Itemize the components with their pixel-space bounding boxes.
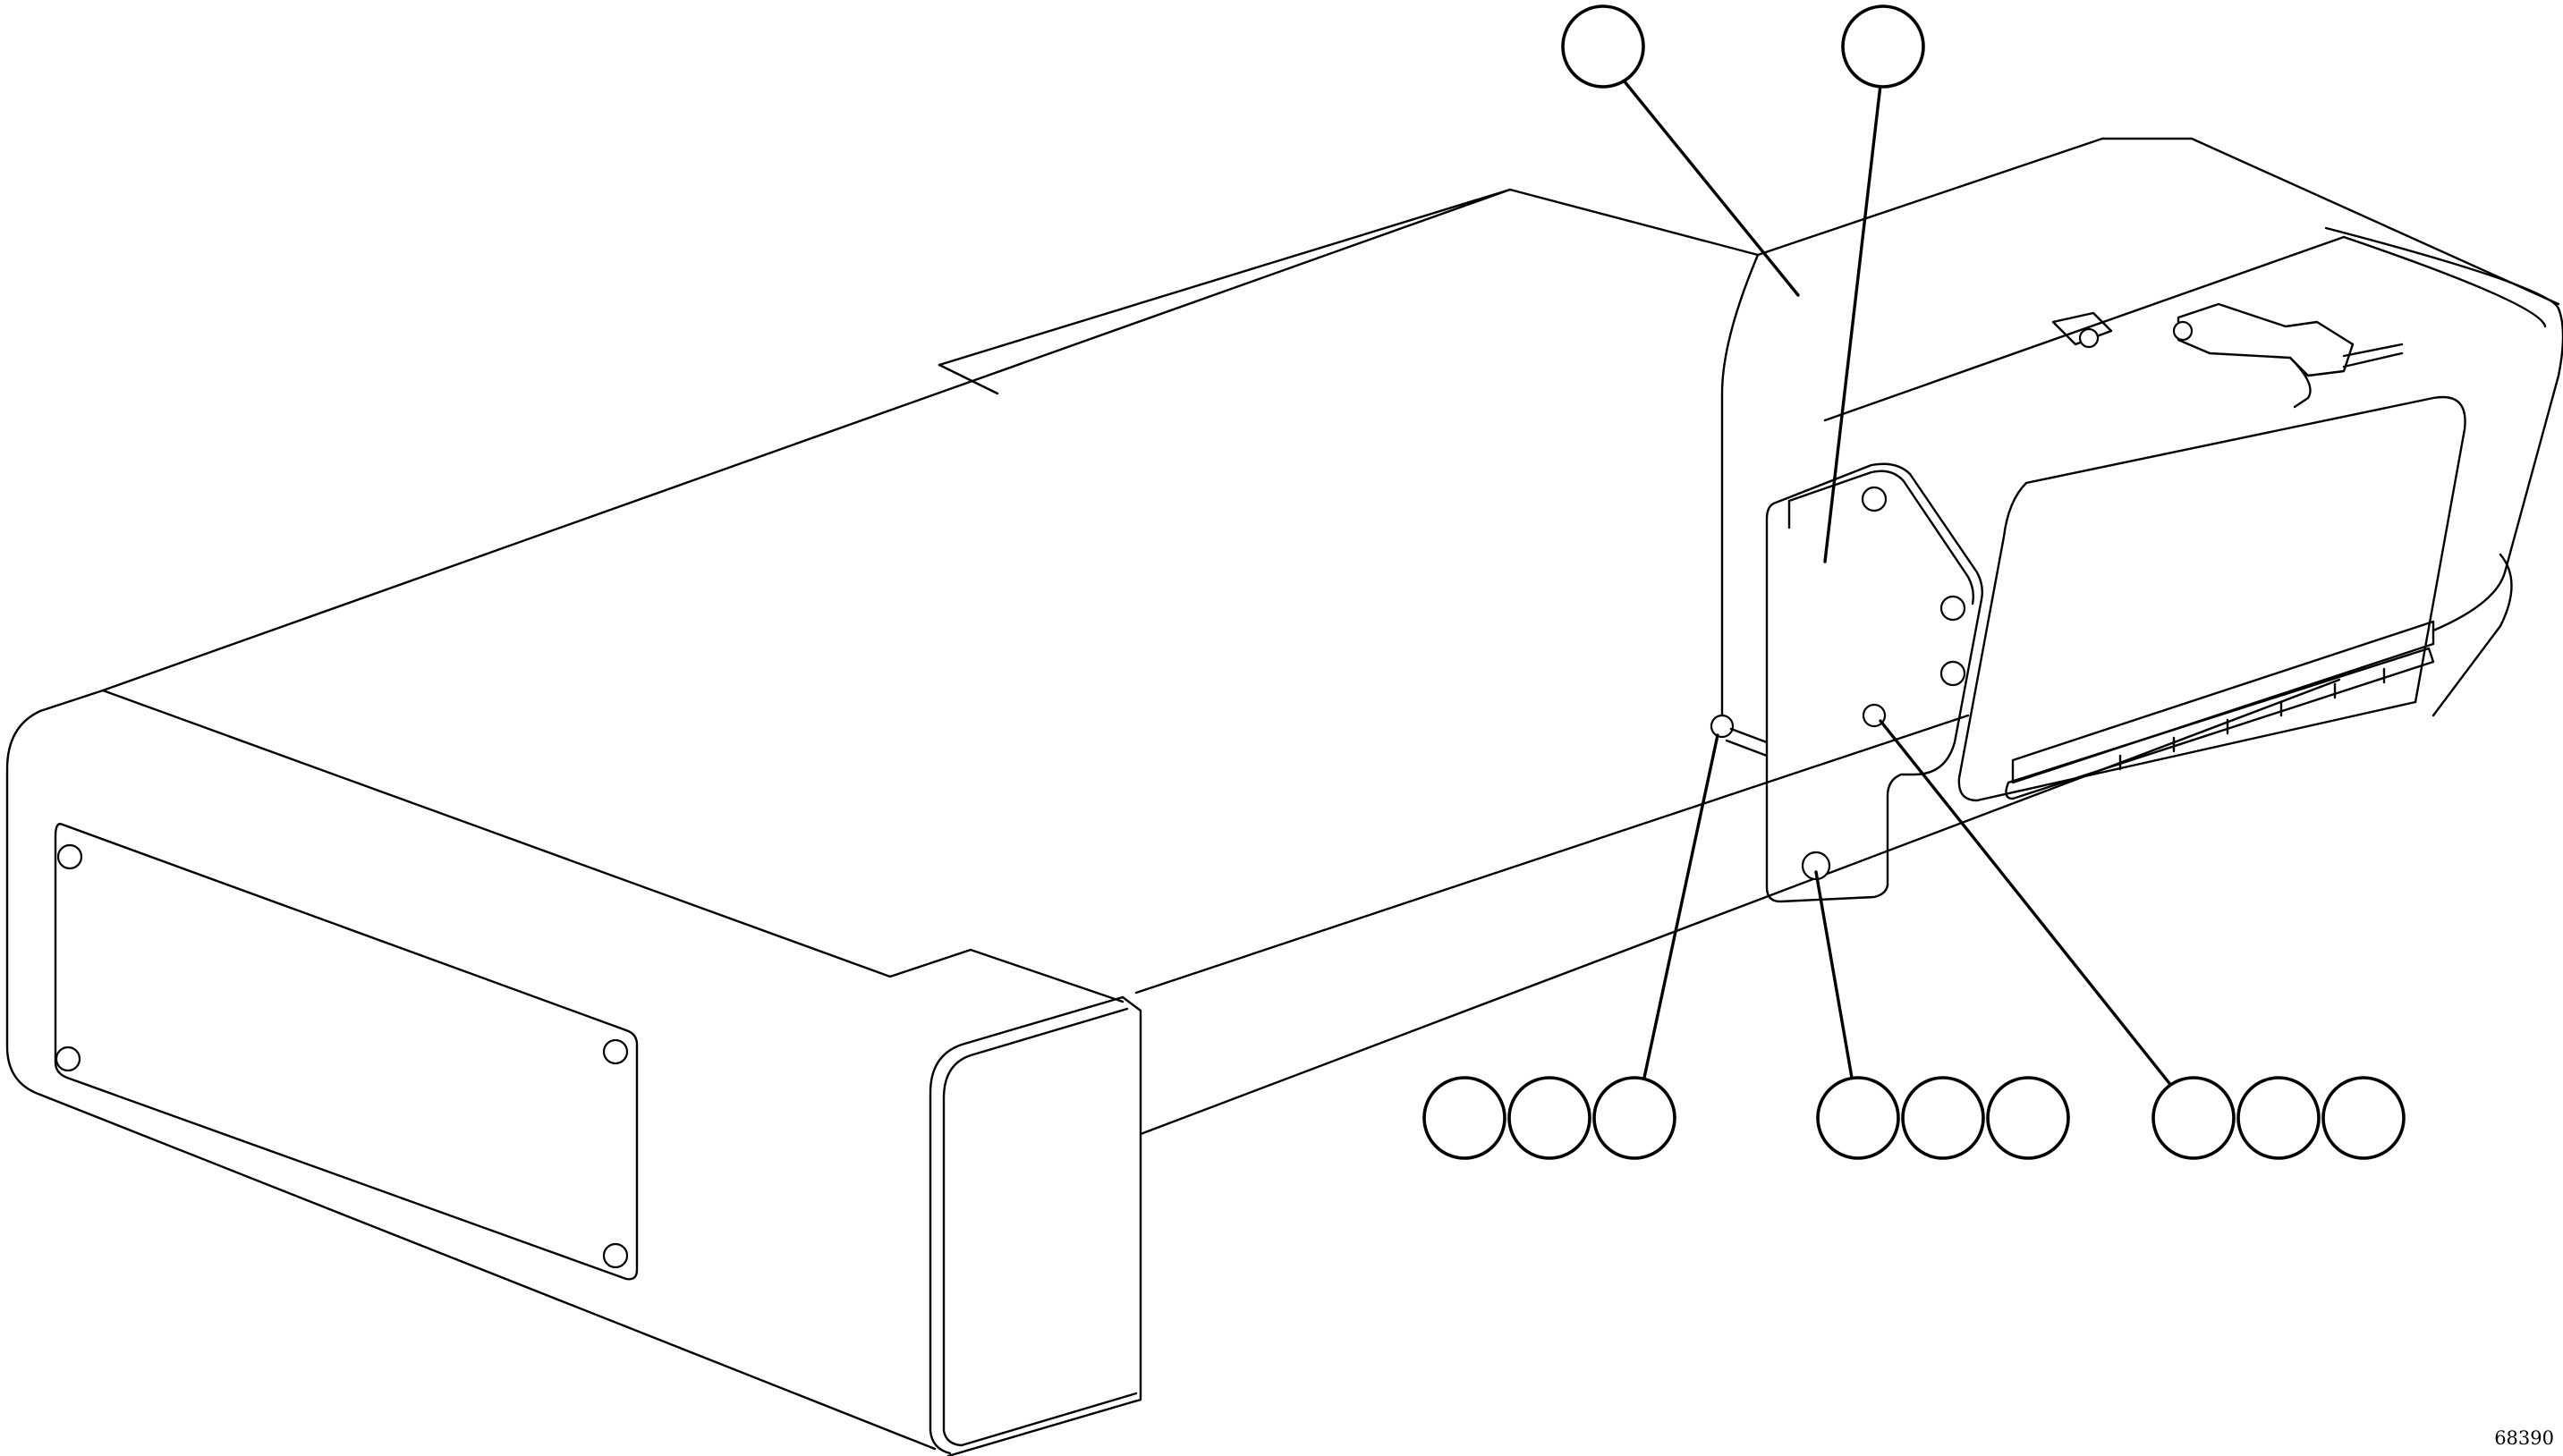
nut-icon <box>2078 327 2100 349</box>
access-plate <box>54 823 639 1281</box>
screw-icon <box>602 1242 629 1269</box>
callout-bubble <box>1561 4 1645 89</box>
bolt-icon <box>1861 486 1888 512</box>
callout-bubble <box>2321 1076 2406 1160</box>
callout-bubble <box>2151 1076 2236 1160</box>
leader-line <box>1642 733 1719 1079</box>
hinge <box>2005 620 2435 800</box>
figure-number: 68390 <box>2494 1427 2554 1449</box>
callout-group-2 <box>1816 1076 2070 1160</box>
leader-lines <box>1622 79 2174 1088</box>
callout-group-1 <box>1422 1076 1676 1160</box>
callout-bubble <box>2236 1076 2321 1160</box>
leader-line <box>1823 83 1882 563</box>
mounting-bracket <box>1765 462 1984 903</box>
callout-bubble <box>1816 1076 1900 1160</box>
end-cap <box>929 995 1142 1456</box>
leader-line <box>1879 719 2174 1088</box>
leader-line <box>1814 870 1854 1079</box>
callout-bubble <box>1986 1076 2070 1160</box>
callout-bubble <box>1901 1076 1985 1160</box>
screw-icon <box>55 1045 81 1072</box>
access-plate-screws <box>55 843 629 1269</box>
bracket-fasteners <box>1710 486 1966 881</box>
bolt-icon <box>1939 660 1966 687</box>
latch-hardware <box>2051 302 2404 409</box>
callouts-top <box>1561 4 1925 89</box>
callout-bubble <box>1507 1076 1591 1160</box>
leader-line <box>1622 79 1800 297</box>
nut-icon <box>2172 320 2194 342</box>
right-enclosure <box>1720 226 2563 802</box>
main-housing <box>5 137 2560 1451</box>
bolt-icon <box>1939 595 1966 622</box>
callout-bubble <box>1841 4 1925 89</box>
screw-icon <box>602 1038 629 1065</box>
callout-bubble <box>1592 1076 1676 1160</box>
screw-icon <box>56 843 83 870</box>
callout-group-3 <box>2151 1076 2406 1160</box>
nut-icon <box>1710 714 1735 739</box>
callout-bubble <box>1422 1076 1506 1160</box>
